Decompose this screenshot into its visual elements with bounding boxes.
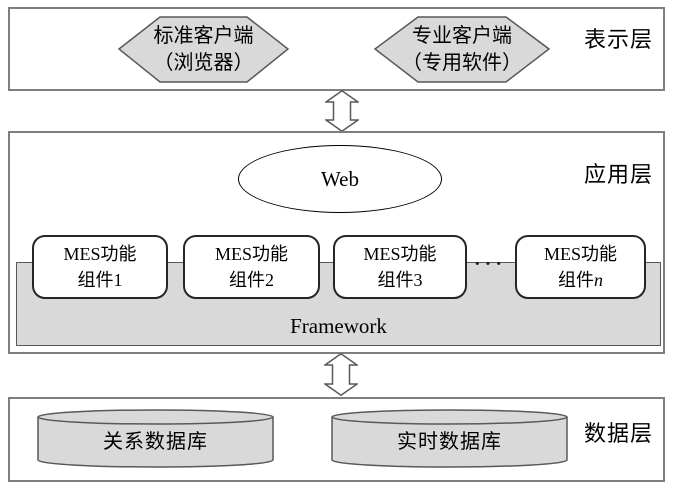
mes-component-2-line1: MES功能 [214, 244, 288, 264]
application-layer-label: 应用层 [584, 162, 654, 187]
double-arrow-icon [325, 90, 359, 132]
mes-component-n: MES功能 组件n [515, 235, 646, 299]
web-label: Web [321, 166, 359, 191]
presentation-layer-label: 表示层 [584, 27, 654, 52]
mes-component-3-line1: MES功能 [363, 244, 437, 264]
professional-client-line2: （专用软件） [402, 51, 522, 74]
mes-component-3: MES功能 组件3 [333, 235, 467, 299]
realtime-db-label: 实时数据库 [397, 430, 502, 453]
double-arrow-icon [324, 353, 358, 396]
presentation-layer-box [8, 7, 665, 91]
data-layer-label: 数据层 [584, 421, 654, 446]
professional-client-line1: 专业客户端 [412, 24, 512, 47]
mes-component-n-line1: MES功能 [543, 244, 617, 264]
professional-client-label: 专业客户端 （专用软件） [374, 16, 550, 83]
mes-component-1: MES功能 组件1 [32, 235, 168, 299]
web-ellipse: Web [238, 145, 442, 213]
mes-component-n-line2: 组件n [558, 270, 603, 290]
relational-db-label: 关系数据库 [103, 430, 208, 453]
professional-client-hexagon [374, 16, 550, 83]
relational-db-cylinder [37, 409, 274, 468]
mes-component-2: MES功能 组件2 [183, 235, 320, 299]
mes-component-1-line1: MES功能 [63, 244, 137, 264]
standard-client-line1: 标准客户端 [153, 24, 254, 47]
component-ellipsis: ··· [473, 253, 506, 275]
standard-client-hexagon [118, 16, 289, 83]
mes-component-1-line2: 组件1 [77, 270, 123, 290]
mes-component-2-line2: 组件2 [229, 270, 274, 290]
mes-component-3-line2: 组件3 [377, 270, 423, 290]
standard-client-label: 标准客户端 （浏览器） [118, 16, 289, 83]
realtime-db-cylinder [331, 409, 568, 468]
standard-client-line2: （浏览器） [153, 51, 254, 74]
framework-label: Framework [290, 314, 387, 338]
